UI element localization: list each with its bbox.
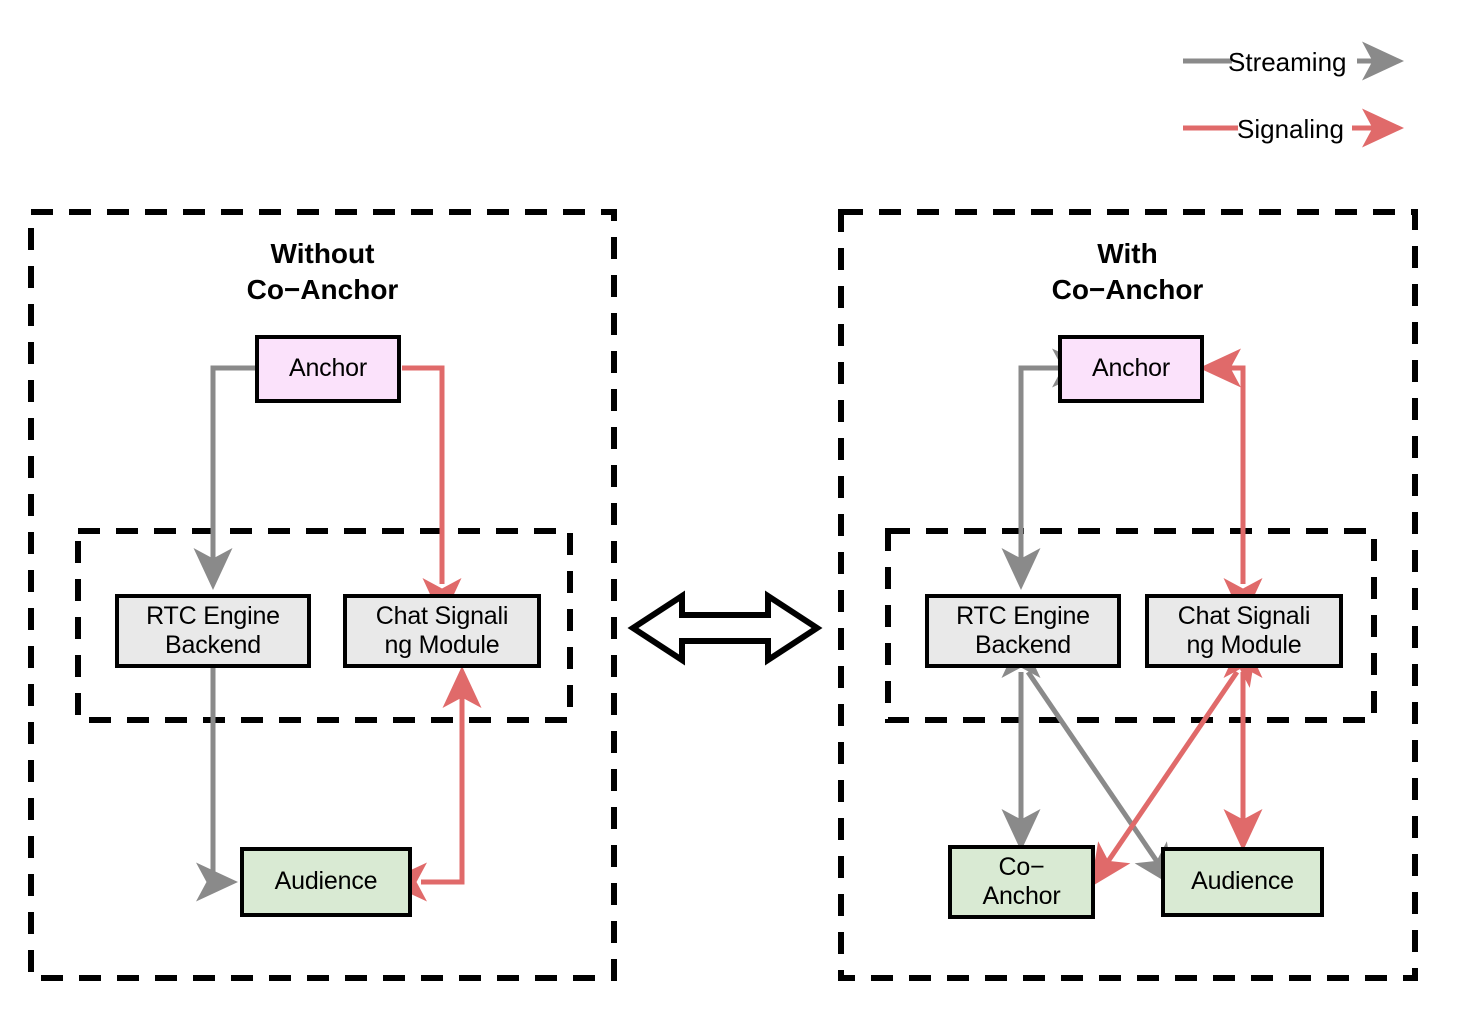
edge-anchor-chat-right: [1198, 348, 1263, 620]
node-audience-right[interactable]: Audience: [1161, 847, 1324, 917]
edge-anchor-to-rtc-left: [193, 365, 255, 591]
node-chat-signaling-module-right[interactable]: Chat Signali ng Module: [1145, 594, 1343, 668]
legend-label-signaling: Signaling: [1237, 114, 1344, 144]
panel-title-line1: Without: [270, 238, 375, 269]
edge-anchor-rtc-right: [1001, 348, 1094, 591]
panel-title-line2: Co−Anchor: [1051, 274, 1204, 306]
node-label-line1: Chat Signali: [375, 601, 509, 630]
node-label-line2: ng Module: [384, 631, 500, 659]
node-label: Anchor: [288, 354, 367, 383]
edge-chat-to-anchor-left: [402, 365, 462, 620]
node-label: Audience: [1191, 867, 1294, 896]
panel-title-without-co-anchor: Without Co−Anchor: [140, 236, 505, 309]
panel-title-line2: Co−Anchor: [246, 274, 399, 306]
node-chat-signaling-module-left[interactable]: Chat Signali ng Module: [343, 594, 541, 668]
node-rtc-engine-backend-right[interactable]: RTC Engine Backend: [925, 594, 1121, 668]
node-label: Audience: [274, 867, 378, 896]
node-anchor-right[interactable]: Anchor: [1058, 335, 1204, 403]
edge-audience-to-chat-left: [385, 665, 482, 902]
node-co-anchor-right[interactable]: Co− Anchor: [948, 845, 1095, 919]
node-label-line1: Chat Signali: [1177, 601, 1311, 630]
edge-rtc-to-audience-left: [196, 668, 239, 902]
panel-title-with-co-anchor: With Co−Anchor: [945, 236, 1310, 309]
node-audience-left[interactable]: Audience: [240, 847, 412, 917]
node-rtc-engine-backend-left[interactable]: RTC Engine Backend: [115, 594, 311, 668]
node-label: Anchor: [1091, 354, 1170, 383]
node-label-line2: ng Module: [1186, 631, 1302, 659]
double-arrow-horizontal-icon: [627, 590, 823, 666]
node-label-line1: RTC Engine: [146, 601, 280, 630]
node-label-line2: Backend: [165, 631, 261, 659]
node-label-line1: Co−: [998, 852, 1045, 881]
legend-label-streaming: Streaming: [1228, 47, 1347, 77]
node-anchor-left[interactable]: Anchor: [255, 335, 401, 403]
node-label-line2: Anchor: [982, 882, 1061, 910]
panel-title-line1: With: [1097, 238, 1158, 269]
node-label-line2: Backend: [975, 631, 1071, 659]
node-label-line1: RTC Engine: [956, 601, 1090, 630]
